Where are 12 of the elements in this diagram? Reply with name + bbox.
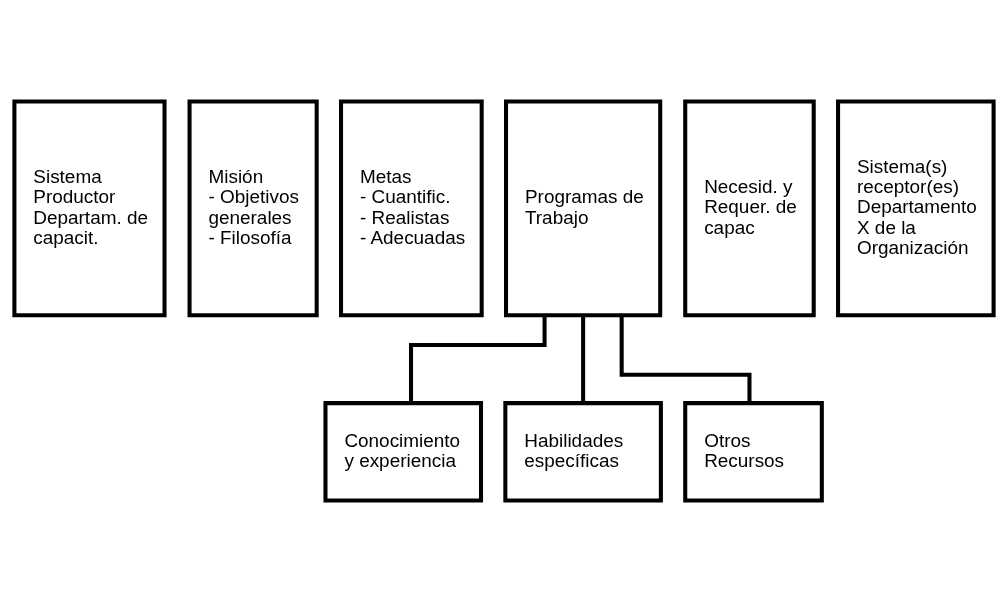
connector <box>408 315 547 403</box>
node-box: Necesid. y Requer. de capac <box>682 99 816 318</box>
node-box: Conocimiento y experiencia <box>322 401 483 503</box>
node-box: Habilidades específicas <box>502 401 663 503</box>
node-box: Misión - Objetivos generales - Filosofía <box>187 99 319 318</box>
connector <box>619 315 751 403</box>
node-box: Programas de Trabajo <box>503 99 662 318</box>
node-box: Sistema Productor Departam. de capacit. <box>11 99 167 318</box>
node-box: Otros Recursos <box>682 401 824 503</box>
node-box: Sistema(s) receptor(es) Departamento X de la Organización <box>835 99 996 318</box>
connector <box>580 315 585 403</box>
node-box: Metas - Cuantific. - Realistas - Adecuadas <box>338 99 484 318</box>
